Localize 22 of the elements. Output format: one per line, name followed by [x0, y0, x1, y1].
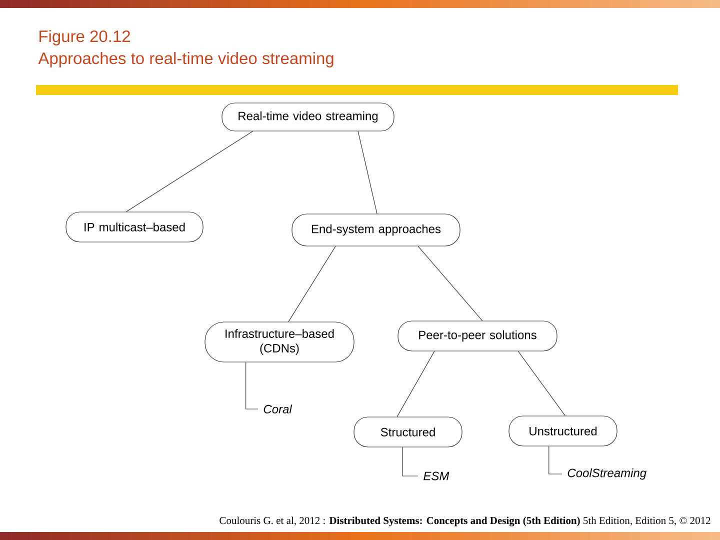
rounded-box: IP multicast–based	[66, 212, 204, 242]
rounded-box: End-system approaches	[292, 214, 460, 246]
connector-line	[418, 246, 483, 321]
rounded-box: Structured	[354, 416, 462, 448]
rounded-box: Peer-to-peer solutions	[398, 320, 558, 352]
example-label: Coral	[264, 404, 292, 414]
figure-number: Figure 20.12	[40, 30, 130, 46]
example-label: ESM	[424, 472, 450, 480]
connector-line	[396, 351, 435, 417]
connector-line	[358, 131, 378, 214]
rounded-box: Infrastructure–based (CDNs)	[204, 322, 354, 362]
rounded-box: Real-time video streaming	[222, 102, 394, 132]
tree-line	[548, 446, 562, 474]
connector-line	[126, 131, 254, 212]
tree-line	[402, 447, 418, 476]
connector-line	[518, 351, 566, 416]
figure-title: Approaches to real-time video streaming	[38, 52, 334, 68]
example-label: CoolStreaming	[568, 468, 646, 480]
connector-line	[288, 246, 336, 322]
tree-line	[246, 362, 258, 410]
source-citation: Coulouris G. et al, 2012 : Distributed Systems: Concepts and Design (5th Edition) 5th Edition, Edition 5, © 2012	[220, 516, 710, 526]
rounded-box: Unstructured	[508, 416, 618, 446]
